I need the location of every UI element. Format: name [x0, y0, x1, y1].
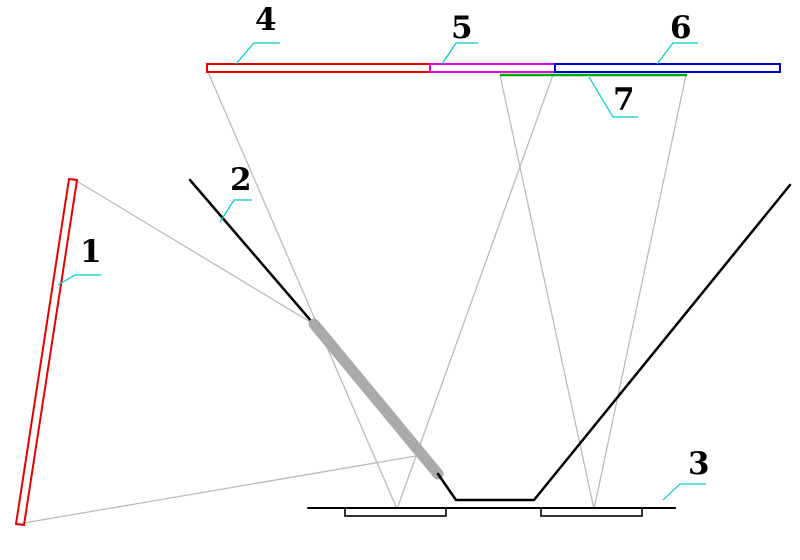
label-1: 1	[80, 234, 102, 270]
leader-3	[662, 483, 706, 501]
ray-1-top	[74, 179, 318, 327]
ray-7-left	[499, 74, 595, 510]
leader-2	[219, 199, 252, 223]
label-5: 5	[451, 10, 473, 46]
label-4: 4	[255, 2, 277, 38]
leader-7	[588, 76, 638, 118]
ray-7-right	[593, 74, 687, 510]
label-3: 3	[688, 446, 710, 482]
leader-4	[235, 42, 280, 65]
light-rays	[17, 71, 687, 525]
component-1-panel	[14, 177, 79, 527]
component-6-bar	[554, 63, 781, 73]
component-5-bar	[429, 63, 556, 73]
component-4-bar	[206, 63, 431, 73]
label-2: 2	[230, 162, 252, 198]
base-block-left	[344, 507, 447, 517]
leader-1	[57, 274, 101, 286]
ray-1-bottom	[17, 455, 417, 525]
leader-6	[656, 42, 698, 65]
component-2-line	[188, 178, 314, 324]
ray-5-right	[396, 71, 555, 510]
ray-4-left	[207, 71, 398, 510]
label-6: 6	[670, 10, 692, 46]
housing-v	[436, 183, 792, 502]
base-block-right	[540, 507, 643, 517]
label-7: 7	[613, 82, 635, 118]
leader-lines	[57, 42, 706, 501]
grey-plate	[308, 318, 444, 480]
leader-5	[441, 42, 478, 65]
component-3-base	[307, 507, 676, 517]
